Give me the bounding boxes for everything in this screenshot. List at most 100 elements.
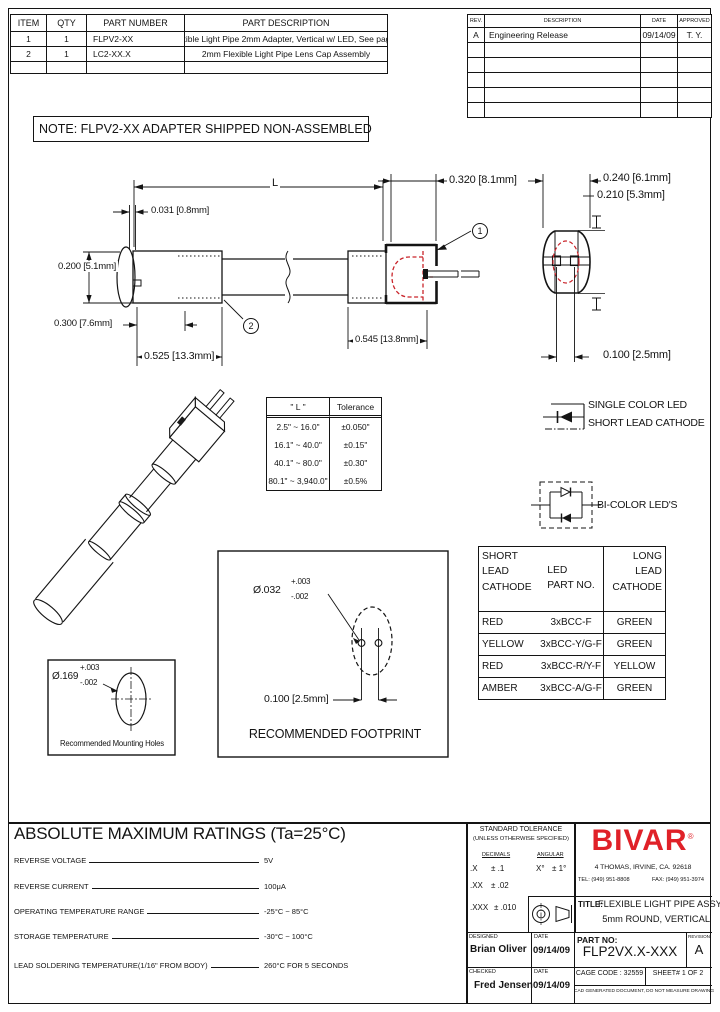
footprint-hole-dia: Ø.032: [253, 584, 281, 596]
rev-cell-empty: [641, 73, 678, 88]
tol-header-tolerance: Tolerance: [330, 398, 381, 418]
revision-label: REVISION: [688, 934, 710, 939]
leader-line: [210, 961, 259, 968]
rev-cell-empty: [485, 88, 641, 103]
rating-row: REVERSE CURRENT 100μA: [14, 882, 462, 891]
tol-xx-value: ± .02: [491, 881, 509, 890]
divider-line: [528, 896, 712, 898]
bom-cell-empty: [185, 62, 387, 73]
bom-cell: 1: [47, 47, 87, 62]
dim-0100-endview: 0.100 [2.5mm]: [603, 349, 671, 361]
single-led-label-1: SINGLE COLOR LED: [588, 399, 687, 411]
ledt-cell: 3xBCC-R/Y-F: [539, 655, 603, 677]
tol-cell: ±0.5%: [343, 476, 368, 486]
designed-name: Brian Oliver: [470, 944, 527, 955]
ratings-title: ABSOLUTE MAXIMUM RATINGS (Ta=25°C): [14, 824, 346, 843]
angular-x: X°: [536, 864, 545, 873]
ledt-cell: GREEN: [603, 611, 665, 633]
dim-0300: 0.300 [7.6mm]: [54, 318, 113, 329]
bom-cell-empty: [47, 62, 87, 73]
cad-note: CAD GENERATED DOCUMENT, DO NOT MEASURE D…: [574, 989, 715, 994]
dim-0545: 0.545 [13.8mm]: [353, 334, 421, 345]
balloon-callout-1: 1: [472, 223, 488, 239]
ledt-cell: GREEN: [603, 677, 665, 699]
divider-line: [528, 896, 530, 932]
rating-row: STORAGE TEMPERATURE -30°C ~ 100°C: [14, 932, 462, 941]
date-label: DATE: [534, 934, 549, 940]
rev-header: DESCRIPTION: [485, 15, 641, 28]
rev-cell-empty: [468, 73, 485, 88]
rev-cell: A: [468, 28, 485, 43]
bom-cell-empty: [11, 62, 47, 73]
tol-xxx-value: ± .010: [494, 903, 517, 912]
divider-line: [466, 967, 712, 969]
date-label: DATE: [534, 969, 549, 975]
std-tolerance-subheading: (UNLESS OTHERWISE SPECIFIED): [473, 836, 569, 842]
decimals-label: DECIMALS: [482, 852, 511, 858]
company-fax: FAX: (949) 951-3974: [652, 877, 704, 883]
rev-cell-empty: [468, 103, 485, 117]
rev-cell: T. Y.: [678, 28, 711, 43]
tol-cell: 16.1" ~ 40.0": [267, 436, 330, 454]
bom-cell: Flexible Light Pipe 2mm Adapter, Vertica…: [185, 32, 387, 47]
rev-cell-empty: [485, 103, 641, 117]
footprint-tol-plus: +.003: [291, 577, 311, 586]
rev-cell-empty: [678, 43, 711, 58]
rating-row: LEAD SOLDERING TEMPERATURE(1/16" FROM BO…: [14, 961, 462, 970]
rev-cell-empty: [485, 58, 641, 73]
sheet-number: SHEET# 1 OF 2: [652, 970, 704, 977]
ledt-cell: 3xBCC-Y/G-F: [539, 633, 603, 655]
mounting-tol-plus: +.003: [80, 663, 100, 672]
ledt-cell: GREEN: [603, 633, 665, 655]
tol-cell: 80.1" ~ 3,940.0": [267, 472, 330, 490]
end-view-dimensions: [528, 174, 601, 362]
rev-cell-empty: [485, 73, 641, 88]
end-view-drawing: [542, 215, 605, 311]
single-led-symbol: [543, 403, 585, 430]
rev-cell-empty: [678, 58, 711, 73]
bom-header-qty: QTY: [47, 15, 87, 32]
rev-cell-empty: [641, 43, 678, 58]
tol-header-l: " L ": [267, 398, 330, 418]
rev-cell-empty: [468, 88, 485, 103]
designed-label: DESIGNED: [469, 934, 498, 940]
rating-value: -25°C ~ 85°C: [264, 907, 309, 916]
bicolor-led-label: BI-COLOR LED'S: [597, 499, 678, 511]
checked-date: 09/14/09: [533, 980, 570, 991]
checked-label: CHECKED: [469, 969, 496, 975]
dim-0200: 0.200 [5.1mm]: [56, 261, 119, 272]
side-view-dimensions: [83, 174, 472, 366]
rating-value: 260°C FOR 5 SECONDS: [264, 961, 349, 970]
projection-symbol-icon: [532, 903, 572, 925]
tol-x-name: .X: [470, 864, 478, 873]
divider-line: [8, 822, 710, 824]
checked-name: Fred Jensen: [474, 980, 533, 991]
dim-0320: 0.320 [8.1mm]: [449, 174, 517, 186]
ledt-cell: RED: [479, 655, 539, 677]
rev-cell-empty: [468, 58, 485, 73]
bom-cell: LC2-XX.X: [87, 47, 185, 62]
divider-line: [574, 985, 712, 987]
bom-cell: FLPV2-XX: [87, 32, 185, 47]
divider-line: [686, 932, 688, 967]
mounting-hole-dia: Ø.169: [52, 671, 79, 682]
bom-cell: 2mm Flexible Light Pipe Lens Cap Assembl…: [185, 47, 387, 62]
led-hidden-circle: [552, 240, 580, 284]
ledt-cell: YELLOW: [479, 633, 539, 655]
company-tel: TEL: (949) 951-8808: [578, 877, 630, 883]
part-no-value: FLP2VX.X-XXX: [582, 944, 678, 959]
rev-header: REV.: [468, 15, 485, 28]
tol-cell: ±0.15": [343, 440, 368, 450]
drawing-title-line1: FLEXIBLE LIGHT PIPE ASSY,: [598, 899, 720, 909]
cage-code: CAGE CODE : 32559: [575, 970, 644, 977]
isometric-assembly-view: [33, 388, 235, 625]
company-address: 4 THOMAS, IRVINE, CA. 92618: [594, 864, 692, 871]
ledt-header-long: LONG LEAD CATHODE: [603, 547, 665, 611]
assembly-note: NOTE: FLPV2-XX ADAPTER SHIPPED NON-ASSEM…: [33, 116, 372, 142]
bivar-logo-text: BIVAR: [591, 824, 688, 857]
angular-label: ANGULAR: [537, 852, 564, 858]
rating-label: OPERATING TEMPERATURE RANGE: [14, 907, 145, 916]
std-tolerance-heading: STANDARD TOLERANCE: [479, 826, 563, 833]
revision-value: A: [694, 942, 704, 957]
